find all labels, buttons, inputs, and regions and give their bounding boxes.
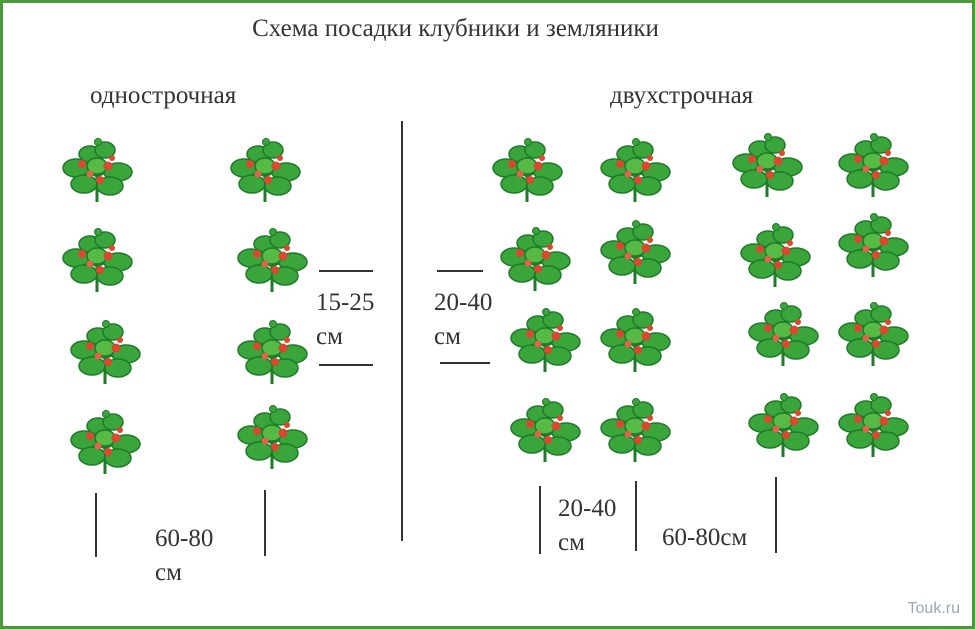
section-title-double-row: двухстрочная: [610, 82, 754, 109]
strawberry-plant-icon: [228, 136, 302, 204]
strawberry-plant-icon: [746, 391, 820, 459]
strawberry-plant-icon: [68, 408, 142, 476]
dimension-line: [319, 364, 373, 366]
strawberry-plant-icon: [235, 403, 309, 471]
strawberry-plant-icon: [746, 300, 820, 368]
dimension-line: [440, 362, 490, 364]
strawberry-plant-icon: [508, 306, 582, 374]
strawberry-plant-icon: [235, 318, 309, 386]
strawberry-plant-icon: [598, 306, 672, 374]
strawberry-plant-icon: [836, 211, 910, 279]
strawberry-plant-icon: [508, 396, 582, 464]
distance-label-in-row: 20-40 см: [434, 289, 493, 350]
strawberry-plant-icon: [598, 396, 672, 464]
strawberry-plant-icon: [836, 131, 910, 199]
dimension-line: [95, 493, 97, 557]
dimension-line: [635, 481, 637, 551]
strawberry-plant-icon: [598, 218, 672, 286]
distance-label-in-row: 15-25 см: [316, 289, 375, 350]
strawberry-plant-icon: [60, 136, 134, 204]
dimension-line: [437, 270, 483, 272]
strawberry-plant-icon: [490, 136, 564, 204]
strawberry-plant-icon: [836, 300, 910, 368]
strawberry-plant-icon: [60, 226, 134, 294]
strawberry-plant-icon: [498, 225, 572, 293]
strawberry-plant-icon: [730, 131, 804, 199]
dimension-line: [539, 486, 541, 554]
section-title-single-row: однострочная: [90, 82, 237, 109]
distance-label-between-rows: 60-80см: [662, 524, 748, 551]
diagram-title: Схема посадки клубники и земляники: [252, 15, 659, 42]
dimension-line: [775, 477, 777, 553]
distance-label-between-lines: 20-40 см: [558, 495, 617, 556]
strawberry-plant-icon: [836, 391, 910, 459]
dimension-line: [264, 490, 266, 556]
strawberry-plant-icon: [235, 226, 309, 294]
strawberry-plant-icon: [68, 318, 142, 386]
section-divider: [401, 121, 403, 541]
strawberry-plant-icon: [598, 136, 672, 204]
distance-label-between-rows: 60-80 см: [155, 525, 214, 586]
dimension-line: [319, 270, 373, 272]
watermark: Touk.ru: [907, 600, 960, 617]
strawberry-plant-icon: [738, 221, 812, 289]
